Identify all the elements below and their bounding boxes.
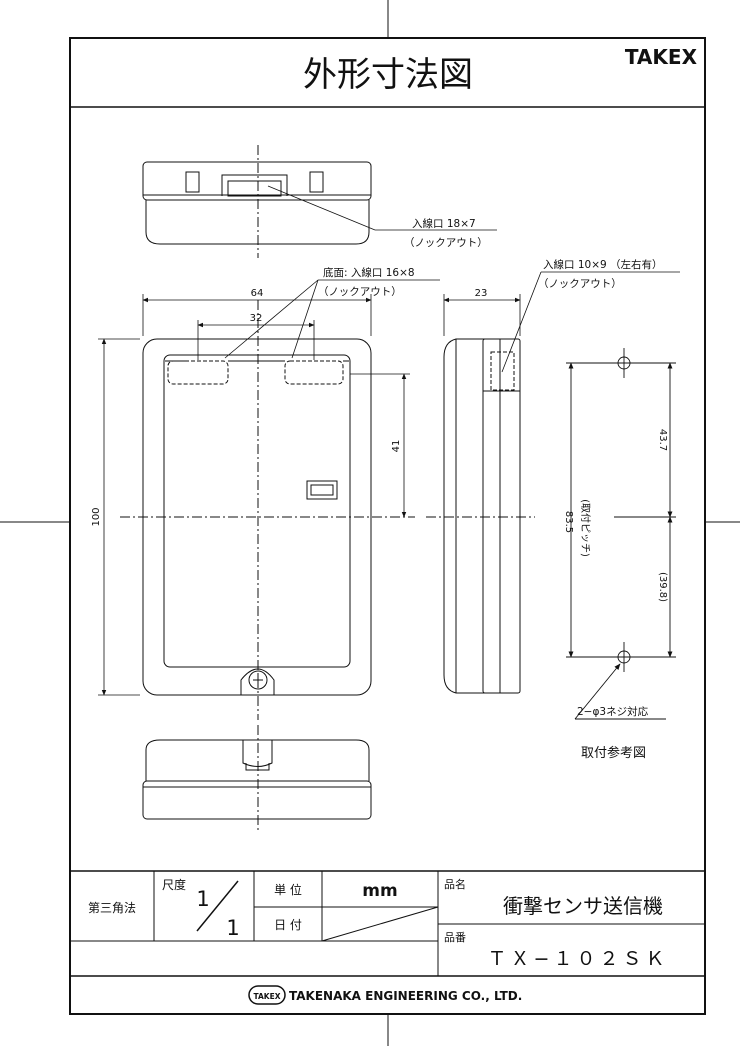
dim-pitch-label: (取付ピッチ) [579,499,592,557]
dim-to-center: 41 [391,440,402,453]
dim-pitch: 83.5 [563,511,574,533]
top-inlet-knockout: （ノックアウト） [404,237,488,249]
top-inlet-leader [267,185,497,231]
brand-logo: TAKEX [625,45,698,69]
mounting-reference [566,348,676,720]
dim-lower: (39.8) [657,572,668,602]
top-view [142,145,372,258]
top-inlet-label: 入線口 18×7 [412,217,476,230]
unit-label: 単 位 [274,882,302,897]
page-title: 外形寸法図 [303,55,473,95]
side-dimensions [443,294,521,336]
bottom-view [142,725,372,832]
bottom-inlet-leader [224,279,440,359]
unit-value: mm [362,881,397,901]
dim-height: 100 [91,507,102,526]
bottom-inlet-label: 底面: 入線口 16×8 [323,266,415,279]
product-code: ＴＸ−１０２ＳＫ [488,948,669,970]
side-inlet-label: 入線口 10×9 （左右有） [543,258,663,271]
name-label: 品名 [444,877,466,891]
scale-denominator: 1 [226,916,239,940]
dim-width: 64 [251,288,264,299]
dim-upper: 43.7 [657,429,668,451]
company-logo: TAKEX [253,992,280,1001]
product-name: 衝撃センサ送信機 [503,894,663,918]
bottom-inlet-knockout: （ノックアウト） [318,286,402,298]
scale-label: 尺度 [162,877,186,892]
scale-numerator: 1 [196,887,209,911]
side-view [426,338,535,694]
code-label: 品番 [444,931,466,944]
front-view [120,300,415,720]
company-name: TAKENAKA ENGINEERING CO., LTD. [289,989,522,1003]
side-inlet-knockout: （ノックアウト） [538,278,622,290]
mount-reference-label: 取付参考図 [581,745,646,761]
date-label: 日 付 [274,918,302,932]
dim-depth: 23 [475,288,488,299]
drawing-border [69,37,706,1015]
projection-method: 第三角法 [88,901,136,915]
screw-note: 2−φ3ネジ対応 [577,705,649,718]
front-dimensions [98,294,410,696]
side-inlet-leader [501,271,680,373]
dim-inner-width: 32 [250,313,263,324]
title-block-grid [70,870,705,1005]
